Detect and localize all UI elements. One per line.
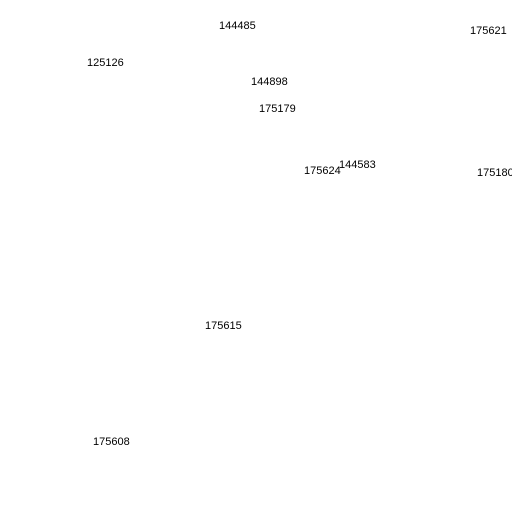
map-label: 175621 bbox=[470, 25, 507, 37]
map-label: 175615 bbox=[205, 320, 242, 332]
map-label: 175608 bbox=[93, 436, 130, 448]
map-label: 144583 bbox=[339, 159, 376, 171]
map-label: 144898 bbox=[251, 76, 288, 88]
map-label: 144485 bbox=[219, 20, 256, 32]
map-label: 175179 bbox=[259, 103, 296, 115]
map-label: 125126 bbox=[87, 57, 124, 69]
map-label: 175180 bbox=[477, 167, 512, 179]
map-label: 175624 bbox=[304, 165, 341, 177]
